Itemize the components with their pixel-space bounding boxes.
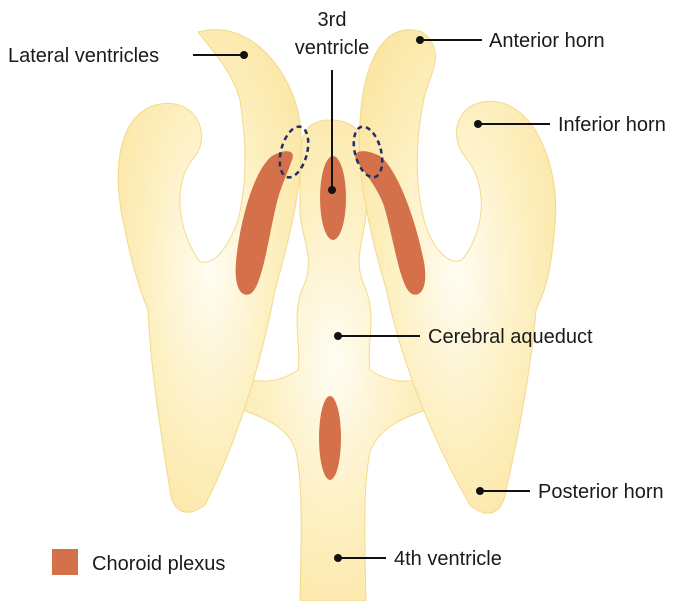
leader-dot-posterior-horn	[476, 487, 484, 495]
legend: Choroid plexus	[52, 549, 225, 575]
choroid-plexus-third-ventricle	[320, 156, 346, 240]
leader-dot-anterior-horn	[416, 36, 424, 44]
leader-dot-inferior-horn	[474, 120, 482, 128]
leader-dot-fourth-ventricle	[334, 554, 342, 562]
choroid-plexus-fourth-ventricle	[319, 396, 341, 480]
label-posterior-horn: Posterior horn	[538, 481, 664, 503]
foramen-right	[352, 125, 384, 179]
label-lateral-ventricles: Lateral ventricles	[8, 45, 159, 67]
labels: Lateral ventricles 3rd ventricle Anterio…	[8, 9, 666, 570]
ventricle-shapes	[117, 29, 557, 601]
choroid-plexus-group	[235, 151, 426, 480]
right-lateral-ventricle	[358, 29, 557, 514]
label-cerebral-aqueduct: Cerebral aqueduct	[428, 326, 593, 348]
label-third-ventricle-line2: ventricle	[295, 37, 369, 59]
legend-swatch-choroid-plexus	[52, 549, 78, 575]
label-fourth-ventricle: 4th ventricle	[394, 548, 502, 570]
choroid-plexus-left	[235, 151, 293, 295]
leader-lines	[193, 36, 550, 562]
label-inferior-horn: Inferior horn	[558, 114, 666, 136]
leader-dot-cerebral-aqueduct	[334, 332, 342, 340]
foramen-left	[278, 125, 310, 179]
label-anterior-horn: Anterior horn	[489, 30, 605, 52]
label-third-ventricle-line1: 3rd	[318, 9, 347, 31]
choroid-plexus-right	[355, 151, 426, 295]
legend-label-choroid-plexus: Choroid plexus	[92, 553, 225, 575]
interventricular-foramina	[278, 125, 384, 179]
leader-dot-third-ventricle	[328, 186, 336, 194]
left-lateral-ventricle	[117, 29, 302, 513]
leader-dot-lateral-ventricles	[240, 51, 248, 59]
central-ventricle-column	[227, 119, 441, 601]
